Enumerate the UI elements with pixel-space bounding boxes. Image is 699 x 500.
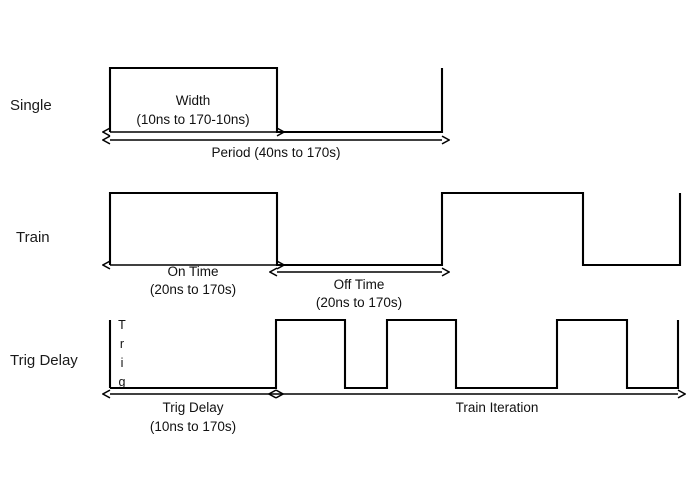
row-train: Train On Time (20ns to 170s) Off Time (2… (16, 191, 682, 310)
trig-letter-3: i (121, 356, 124, 370)
dimension-period: Period (40ns to 170s) (110, 140, 442, 160)
row-label-train: Train (16, 229, 50, 246)
row-label-single: Single (10, 97, 52, 114)
dimension-trig-delay: Trig Delay (10ns to 170s) (110, 394, 276, 434)
width-label-line2: (10ns to 170-10ns) (136, 112, 249, 127)
on-time-label-line2: (20ns to 170s) (150, 282, 236, 297)
off-time-label-line2: (20ns to 170s) (316, 295, 402, 310)
trig-delay-label-line2: (10ns to 170s) (150, 419, 236, 434)
dimension-off-time: Off Time (20ns to 170s) (277, 272, 442, 310)
off-time-label-line1: Off Time (334, 277, 385, 292)
row-label-trig-delay: Trig Delay (10, 352, 78, 369)
period-label: Period (40ns to 170s) (211, 145, 340, 160)
trig-vertical-label: T r i g (118, 318, 126, 389)
trig-letter-1: T (118, 318, 126, 332)
dimension-width: Width (10ns to 170-10ns) (110, 93, 277, 132)
width-label-line1: Width (176, 93, 211, 108)
waveform-trig-delay (110, 318, 680, 390)
row-trig-delay: Trig Delay T r i g Trig Delay (10ns to 1… (10, 318, 678, 434)
dimension-on-time: On Time (20ns to 170s) (110, 264, 277, 297)
trig-letter-4: g (119, 375, 126, 389)
row-single: Single Width (10ns to 170-10ns) Period (… (10, 66, 444, 160)
trig-letter-2: r (120, 337, 124, 351)
dimension-train-iteration: Train Iteration (276, 394, 678, 415)
trig-delay-label-line1: Trig Delay (162, 400, 223, 415)
waveform-train (108, 191, 682, 267)
waveform-single (108, 66, 444, 134)
train-iteration-label: Train Iteration (456, 400, 539, 415)
on-time-label-line1: On Time (167, 264, 218, 279)
